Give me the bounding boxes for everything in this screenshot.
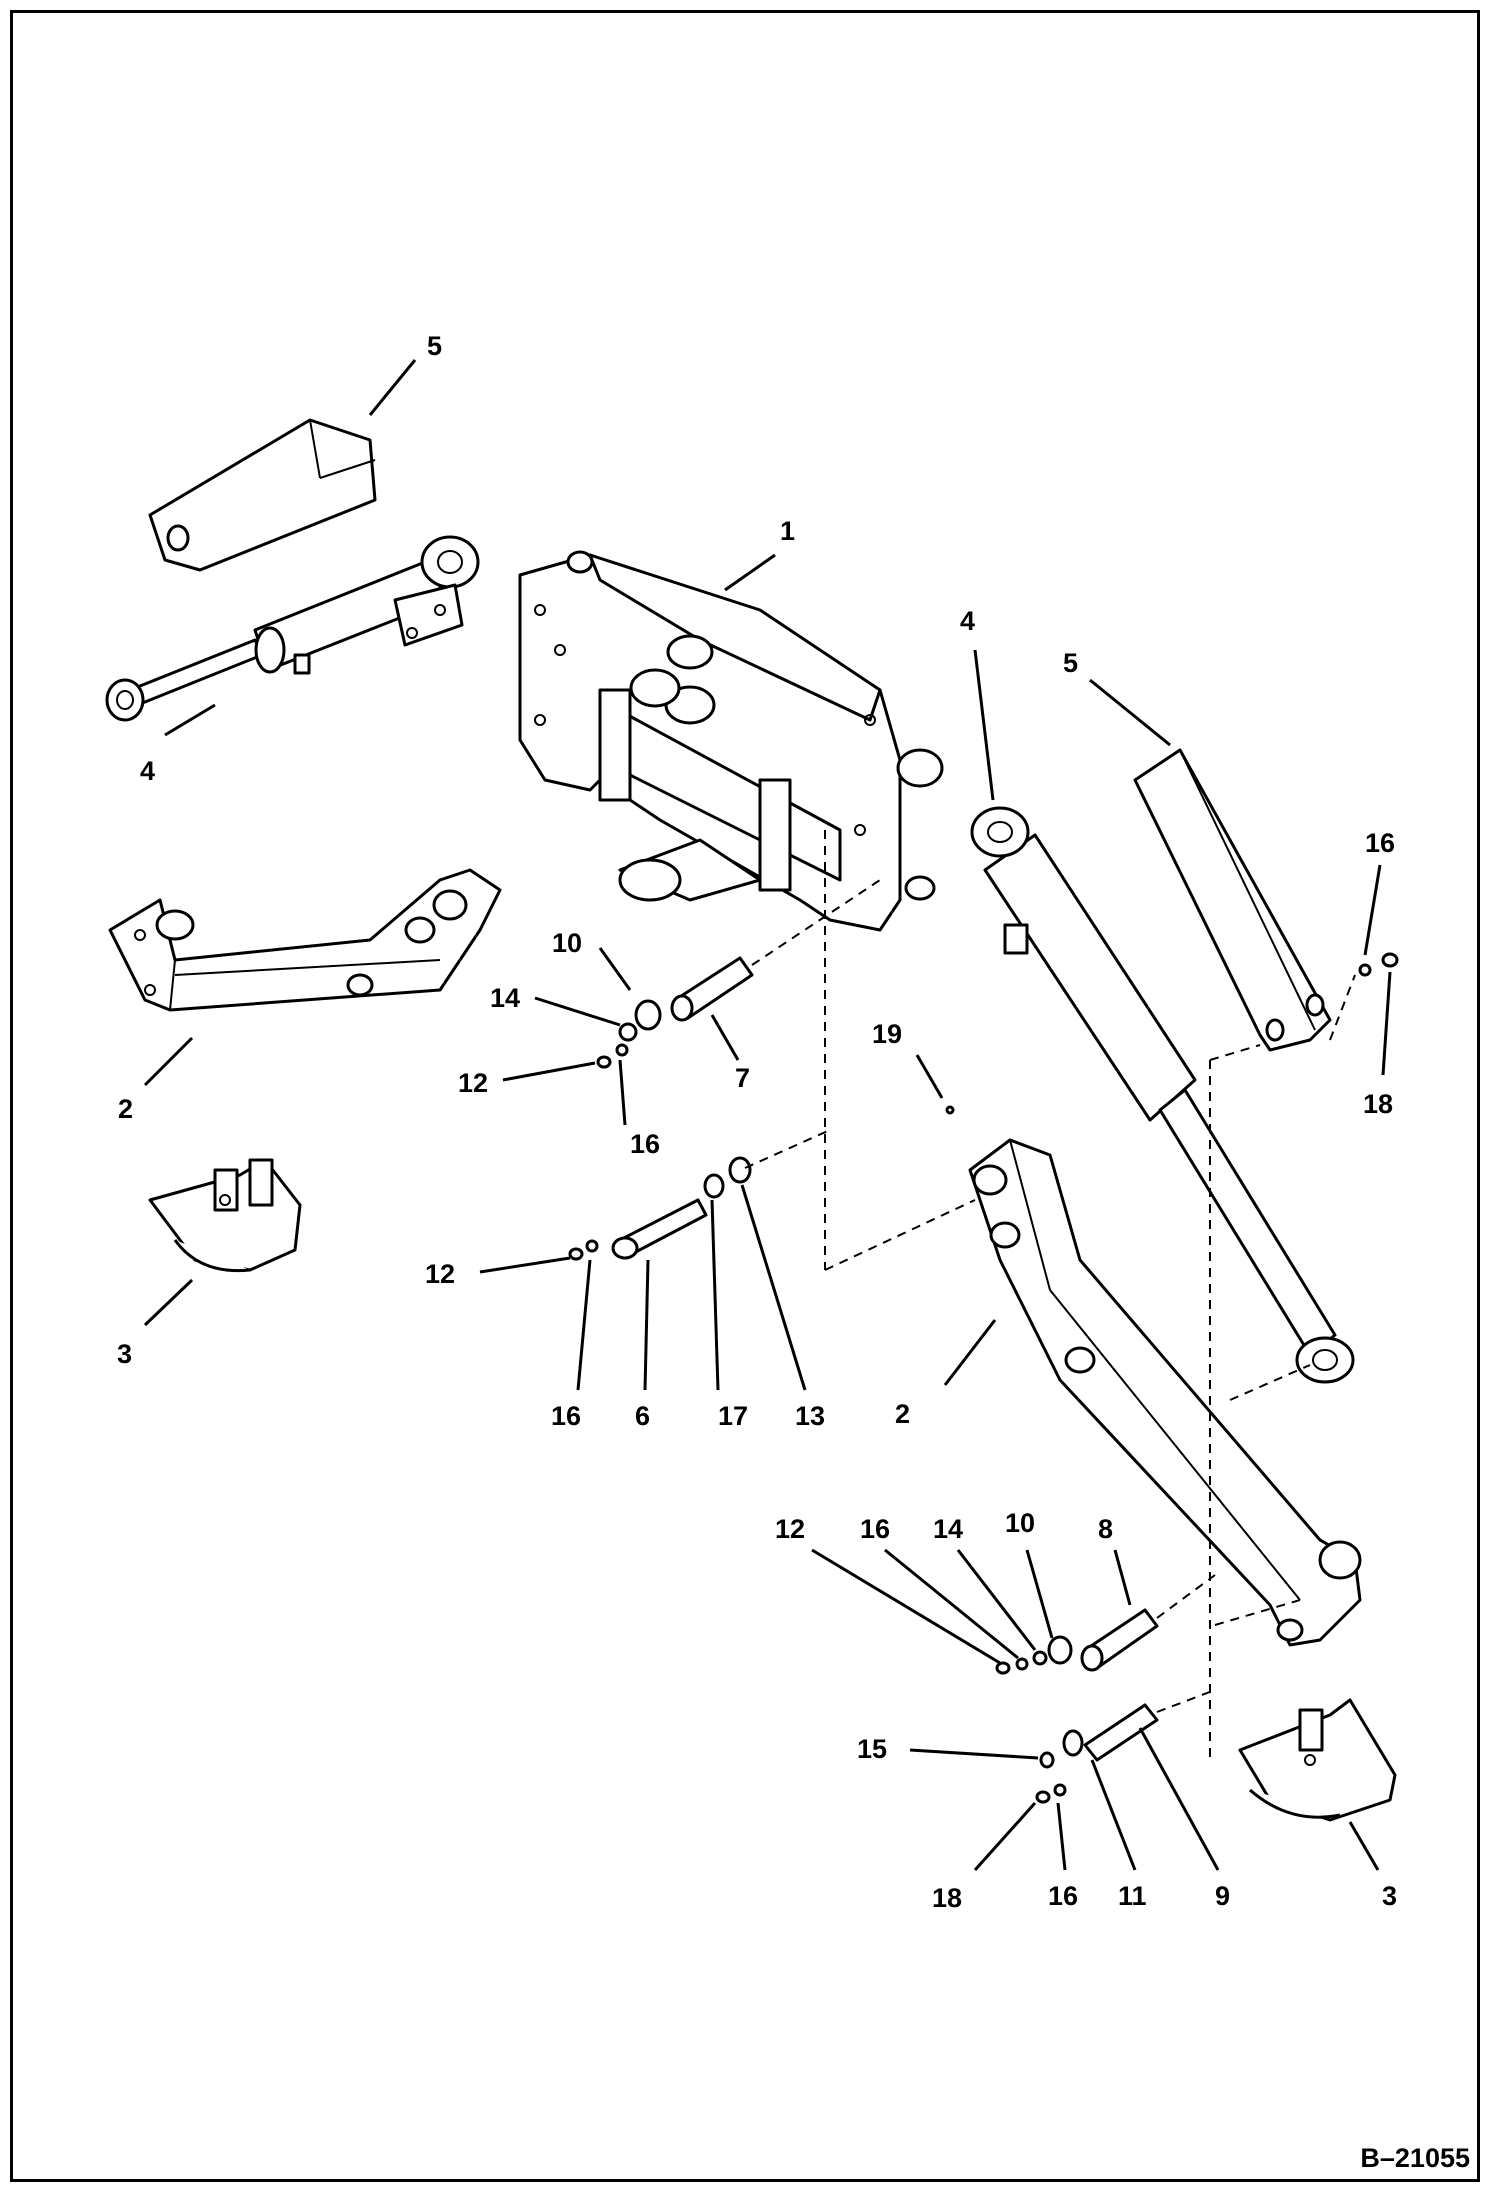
callout-16-a: 16 (630, 1129, 660, 1159)
callout-13: 13 (795, 1401, 825, 1431)
callout-5-top: 5 (427, 331, 442, 361)
callout-10-a: 10 (552, 928, 582, 958)
callout-14-a: 14 (490, 983, 520, 1013)
callout-16-right: 16 (1365, 828, 1395, 858)
callout-3-left: 3 (117, 1339, 132, 1369)
callout-18-bottom: 18 (932, 1883, 962, 1913)
hardware-group-pin-8 (995, 1608, 1159, 1675)
part-1-main-frame (518, 550, 944, 932)
part-3-stabilizer-pad-right (1238, 1698, 1397, 1822)
drawing-frame (10, 10, 1480, 2182)
hardware-group-right-bolt (945, 952, 1399, 1115)
callout-7: 7 (735, 1063, 750, 1093)
part-4-hydraulic-cylinder-right (970, 806, 1355, 1384)
callout-10-c: 10 (1005, 1508, 1035, 1538)
callout-15: 15 (857, 1734, 887, 1764)
callout-9: 9 (1215, 1881, 1230, 1911)
callout-14-c: 14 (933, 1514, 963, 1544)
callout-3-right: 3 (1382, 1881, 1397, 1911)
callout-11: 11 (1118, 1881, 1147, 1911)
part-5-cylinder-cover-left (148, 418, 377, 572)
part-4-hydraulic-cylinder-left (105, 535, 480, 722)
callout-19: 19 (872, 1019, 902, 1049)
callout-16-bottom: 16 (1048, 1881, 1078, 1911)
assembly-lines (744, 830, 1356, 1760)
callout-8: 8 (1098, 1514, 1113, 1544)
callout-16-b: 16 (551, 1401, 581, 1431)
callout-4-right: 4 (960, 606, 975, 636)
hardware-group-pin-9 (1035, 1703, 1159, 1804)
hardware-group-pin-6 (568, 1156, 752, 1261)
callout-2-right: 2 (895, 1399, 910, 1429)
callout-12-b: 12 (425, 1259, 455, 1289)
leader-lines (143, 359, 1392, 1872)
callout-5-right: 5 (1063, 648, 1078, 678)
callout-18-right: 18 (1363, 1089, 1393, 1119)
callout-2-left: 2 (118, 1094, 133, 1124)
part-2-stabilizer-arm-left (108, 868, 502, 1012)
callout-17: 17 (718, 1401, 748, 1431)
hardware-group-pin-7 (596, 956, 754, 1069)
part-5-cylinder-cover-right (1133, 748, 1332, 1052)
part-3-stabilizer-pad-left (148, 1158, 302, 1273)
drawing-number: B–21055 (1360, 2143, 1470, 2173)
callout-12-c: 12 (775, 1514, 805, 1544)
callout-labels: 5 1 4 4 5 16 18 2 10 14 12 16 7 19 3 12 … (117, 331, 1397, 1913)
callout-4-left: 4 (140, 756, 155, 786)
callout-16-c: 16 (860, 1514, 890, 1544)
part-2-stabilizer-arm-right (968, 1138, 1362, 1647)
callout-1: 1 (780, 516, 795, 546)
callout-12-a: 12 (458, 1068, 488, 1098)
callout-6: 6 (635, 1401, 650, 1431)
